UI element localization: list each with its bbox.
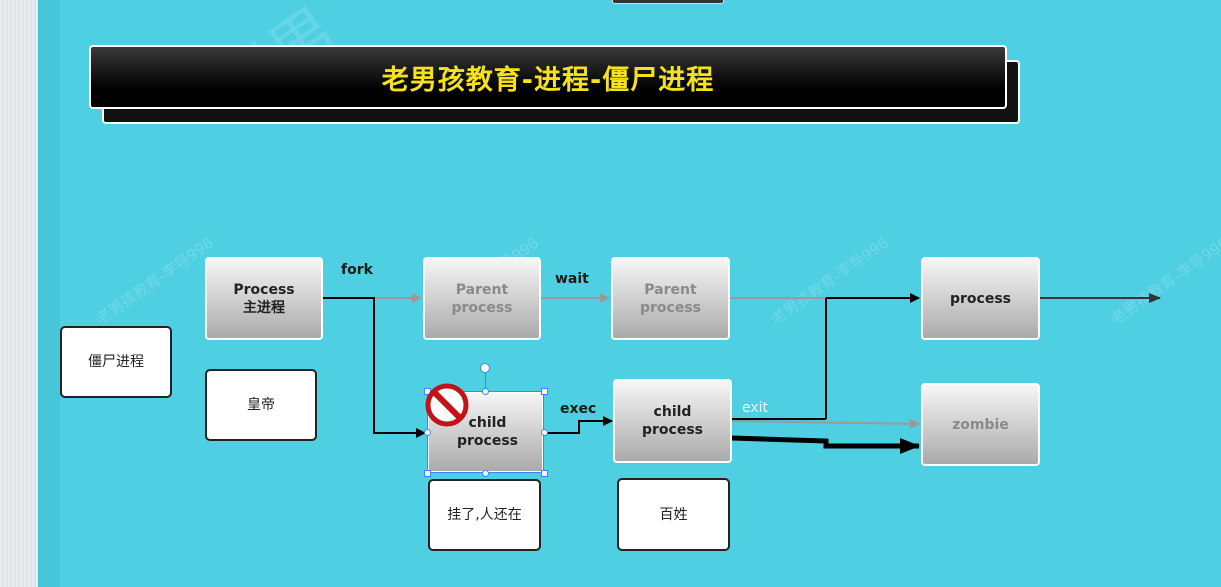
note-label: 皇帝	[247, 397, 275, 413]
note-label: 僵尸进程	[88, 354, 144, 370]
edge-thick	[731, 435, 920, 454]
rotation-stem	[485, 371, 486, 391]
rotation-handle[interactable]	[480, 363, 490, 373]
node-child-process-2[interactable]: child process	[613, 379, 732, 463]
node-label: Parent	[644, 281, 697, 298]
node-process-main[interactable]: Process 主进程	[205, 257, 323, 340]
node-label: process	[949, 290, 1011, 307]
node-label: process	[641, 422, 703, 438]
resize-handle-ne[interactable]	[541, 388, 548, 395]
note-dead-still-here[interactable]: 挂了,人还在	[428, 479, 541, 551]
node-label: child	[468, 415, 507, 431]
resize-handle-sw[interactable]	[424, 470, 431, 477]
edge-label-fork: fork	[341, 262, 373, 278]
edge-label-wait: wait	[555, 271, 589, 287]
node-label: 主进程	[243, 299, 285, 316]
node-label: process	[456, 433, 518, 449]
prohibited-icon	[425, 383, 469, 427]
canvas-border	[38, 0, 60, 587]
node-label: zombie	[952, 416, 1009, 433]
node-label: process	[639, 299, 701, 316]
edge-fork-child	[323, 297, 426, 438]
canvas-left-margin	[0, 0, 38, 587]
node-parent-process-1[interactable]: Parent process	[423, 257, 541, 340]
edge-label-exec: exec	[560, 401, 597, 417]
note-label: 挂了,人还在	[447, 507, 522, 523]
note-commoner[interactable]: 百姓	[617, 478, 730, 551]
node-zombie[interactable]: zombie	[921, 383, 1040, 466]
note-emperor[interactable]: 皇帝	[205, 369, 317, 441]
node-label: Parent	[455, 281, 509, 298]
connection-point-right[interactable]	[541, 429, 548, 436]
edge-exec	[544, 416, 613, 434]
note-zombie-process[interactable]: 僵尸进程	[60, 326, 172, 398]
node-label: child	[653, 404, 692, 420]
connection-point-top[interactable]	[482, 388, 489, 395]
connection-point-left[interactable]	[424, 429, 431, 436]
note-label: 百姓	[659, 506, 688, 523]
edge-exit	[731, 418, 920, 429]
top-shape-fragment	[612, 0, 724, 4]
title-bar[interactable]: 老男孩教育-进程-僵尸进程	[89, 45, 1007, 109]
connection-point-bottom[interactable]	[482, 470, 489, 477]
resize-handle-se[interactable]	[541, 470, 548, 477]
node-label: Process	[233, 281, 295, 298]
node-label: process	[451, 299, 513, 316]
diagram-title: 老男孩教育-进程-僵尸进程	[381, 64, 715, 96]
edge-label-exit: exit	[742, 400, 769, 416]
node-process-right[interactable]: process	[921, 257, 1040, 340]
node-parent-process-2[interactable]: Parent process	[611, 257, 730, 340]
